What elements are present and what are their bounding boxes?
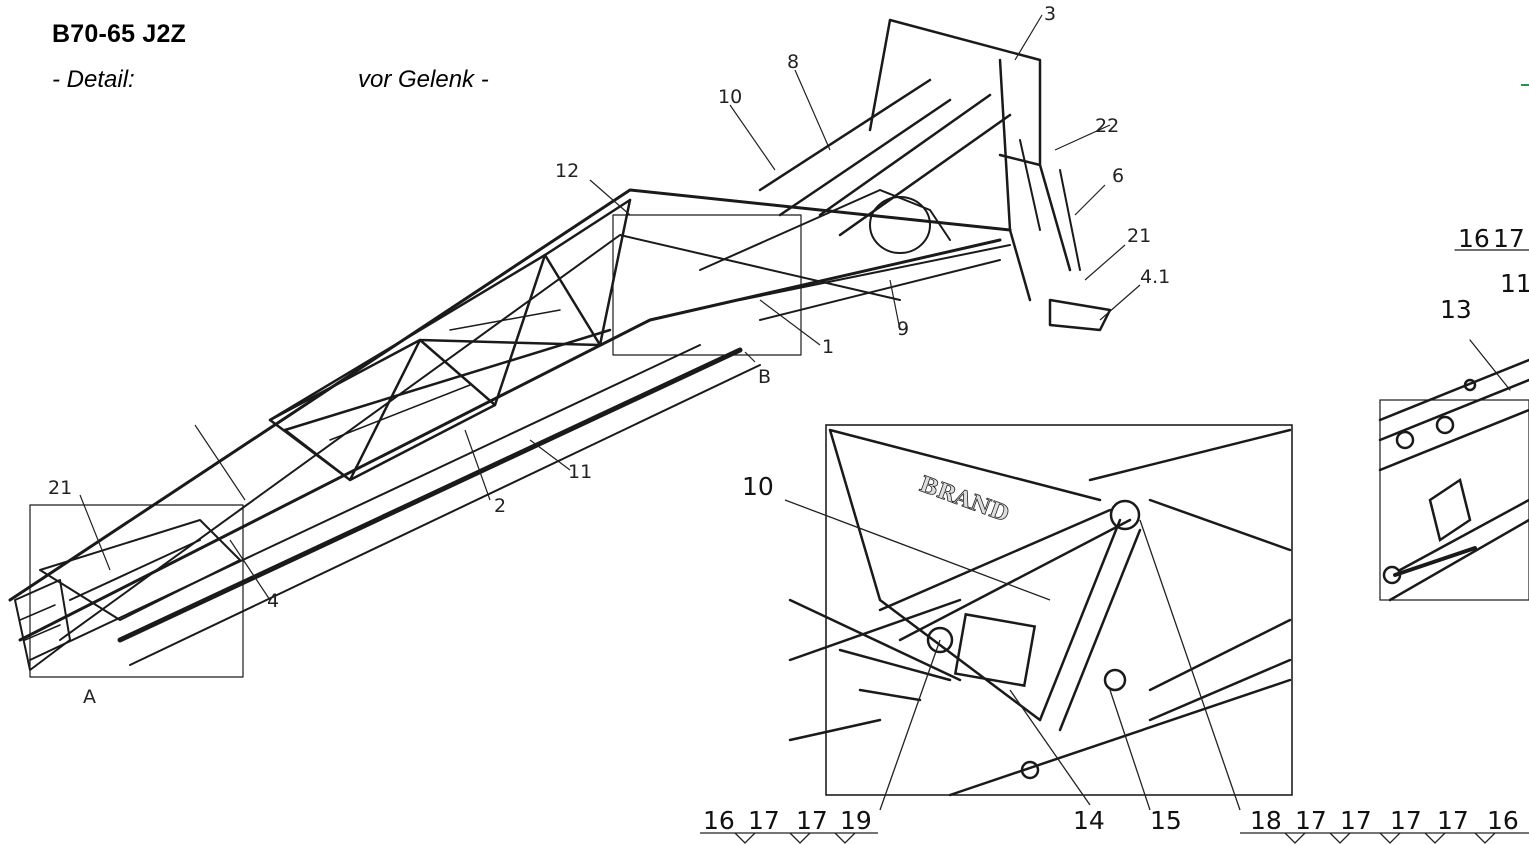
callout-b-17c: 17 (1295, 806, 1327, 835)
detail-label: - Detail: (52, 66, 135, 93)
callout-22: 22 (1095, 115, 1119, 137)
callout-b-15: 15 (1150, 806, 1182, 835)
detail-a-view (1378, 249, 1529, 602)
callout-5: 6 (1112, 165, 1124, 187)
drawing-title: B70-65 J2Z (52, 20, 187, 48)
callout-6: 8 (787, 51, 799, 73)
callout-b-19: 19 (840, 806, 872, 835)
callout-a-16: 16 (1458, 224, 1490, 253)
callout-8: 10 (718, 86, 742, 108)
detail-b-callout-labels: 10 14 15 16 17 17 19 18 17 17 17 17 16 (703, 472, 1519, 835)
callout-b-17d: 17 (1340, 806, 1372, 835)
callout-b-14: 14 (1073, 806, 1105, 835)
callout-3: 4 (267, 590, 279, 612)
callout-11: 21 (48, 477, 72, 499)
callout-2: 2 (494, 495, 506, 517)
detail-b-callouts (700, 499, 1529, 844)
detail-b-view: BRAND (788, 424, 1293, 797)
main-callout-labels: 3 8 10 12 22 6 21 4.1 1 9 11 2 4 21 A B (48, 3, 1170, 708)
callout-1: 1 (822, 336, 834, 358)
callout-7: 9 (897, 318, 909, 340)
callout-b-18: 18 (1250, 806, 1282, 835)
detail-location-label: vor Gelenk - (358, 66, 489, 93)
callout-b-10: 10 (742, 472, 774, 501)
callout-b-17f: 17 (1437, 806, 1469, 835)
detail-a-callout-labels: 16 17 11 13 (1440, 224, 1529, 324)
main-callouts (79, 14, 1141, 601)
callout-4-1: 4.1 (1140, 266, 1170, 288)
callout-b-17e: 17 (1390, 806, 1422, 835)
callout-4: 3 (1044, 3, 1056, 25)
callout-b-16b: 16 (1487, 806, 1519, 835)
view-a-label: A (83, 686, 96, 708)
callout-b-17a: 17 (748, 806, 780, 835)
callout-9: 11 (568, 461, 592, 483)
callout-a-11: 11 (1500, 269, 1529, 298)
callout-a-17: 17 (1493, 224, 1525, 253)
brand-logo: BRAND (916, 471, 1012, 527)
callout-21: 21 (1127, 225, 1151, 247)
callout-b-16: 16 (703, 806, 735, 835)
callout-a-13: 13 (1440, 295, 1472, 324)
callout-b-17b: 17 (796, 806, 828, 835)
boom-main-view (8, 18, 1112, 678)
callout-10: 12 (555, 160, 579, 182)
view-b-label: B (758, 366, 771, 388)
